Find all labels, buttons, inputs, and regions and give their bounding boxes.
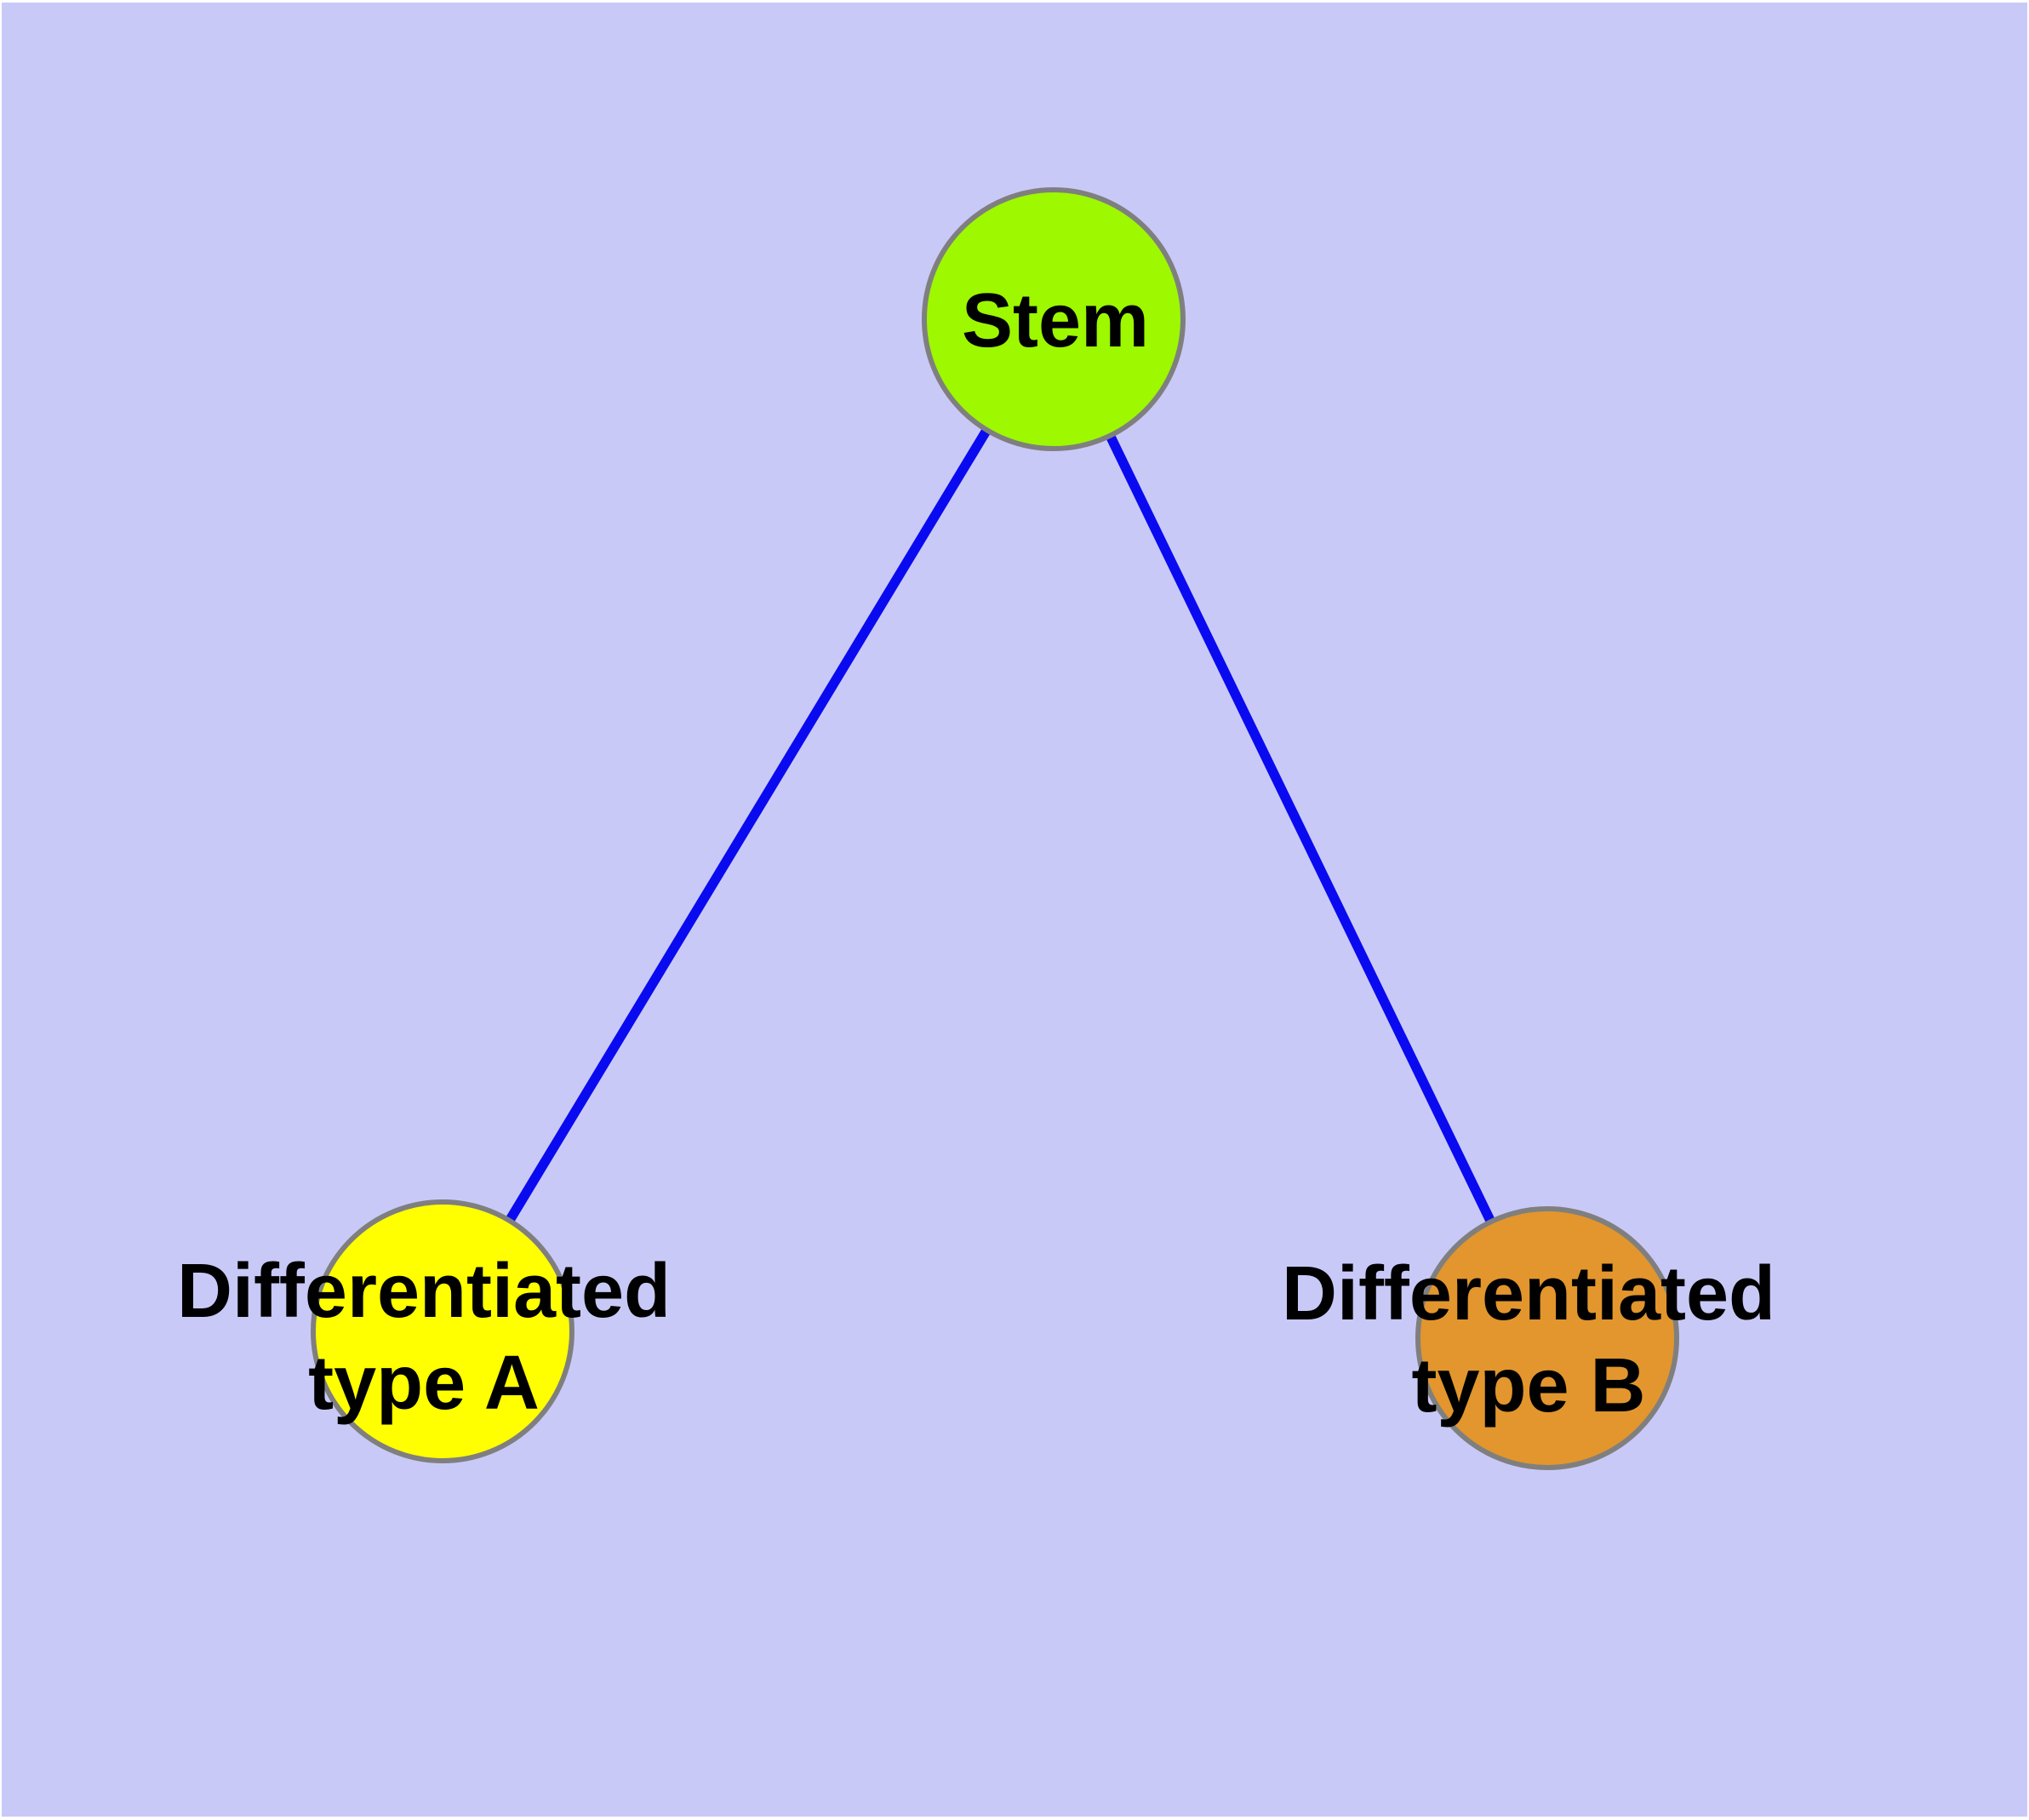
node-type-b-label-line2: type B — [1411, 1343, 1645, 1428]
edge-stem-to-type-b — [1049, 317, 1552, 1341]
node-differentiated-type-a — [311, 1199, 574, 1463]
node-type-b-label-line1: Differentiated — [1282, 1251, 1775, 1336]
node-stem-label: Stem — [962, 278, 1149, 363]
node-type-a-label-line2: type A — [308, 1341, 540, 1426]
node-differentiated-type-b — [1415, 1206, 1679, 1470]
edge-stem-to-type-a — [438, 317, 1058, 1334]
node-stem — [922, 187, 1186, 451]
node-type-a-label-line1: Differentiated — [177, 1249, 671, 1334]
